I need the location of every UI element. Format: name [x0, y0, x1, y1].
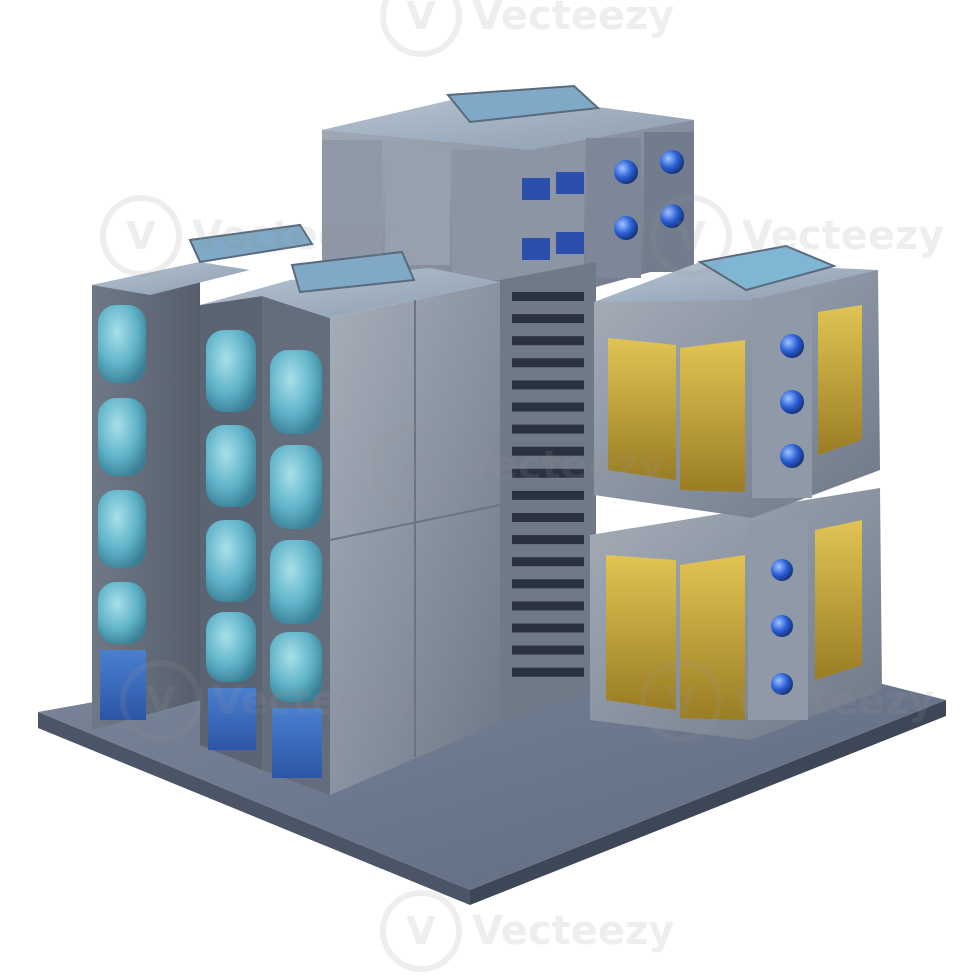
- perforated-rack: [500, 262, 596, 722]
- panel-grid: [522, 172, 584, 260]
- vent-slot: [512, 314, 584, 324]
- vent-slot: [512, 490, 584, 500]
- vent-slot: [512, 579, 584, 589]
- vent-slot: [512, 446, 584, 456]
- vent-slot: [512, 645, 584, 655]
- vent-slot: [512, 380, 584, 390]
- vent-slot: [512, 402, 584, 412]
- vent-slot: [512, 513, 584, 522]
- vent-slot: [512, 535, 584, 545]
- drive-bays-front: [206, 330, 322, 778]
- vent-slot: [512, 557, 584, 567]
- status-lights: [614, 150, 684, 240]
- vent-slot: [512, 601, 584, 611]
- back-tower: [322, 84, 694, 290]
- vent-slot: [512, 667, 584, 677]
- right-storage-units: [590, 244, 882, 740]
- drive-bays-left: [98, 305, 146, 720]
- vent-slot: [512, 623, 584, 633]
- vent-slot: [512, 336, 584, 346]
- left-rack: [92, 223, 314, 730]
- front-rack: [200, 250, 501, 795]
- vent-slot: [512, 468, 584, 478]
- vent-slot: [512, 292, 584, 301]
- vent-slot: [512, 424, 584, 434]
- vent-slot: [512, 358, 584, 368]
